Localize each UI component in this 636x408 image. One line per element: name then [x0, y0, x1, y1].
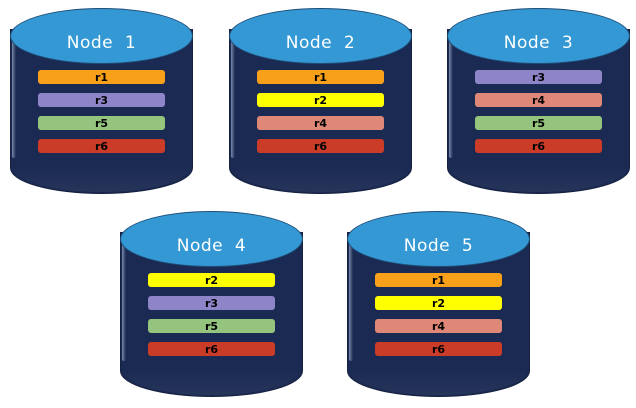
region-list: r3 r4 r5 r6: [475, 70, 602, 153]
region-list: r1 r2 r4 r6: [257, 70, 384, 153]
node-title: Node 1: [66, 33, 137, 53]
region-bar[interactable]: r6: [38, 139, 165, 153]
database-node-1[interactable]: Node 1 r1 r3 r5 r6: [10, 8, 193, 194]
database-node-4[interactable]: Node 4 r2 r3 r5 r6: [120, 211, 303, 397]
region-bar[interactable]: r4: [257, 116, 384, 130]
database-node-3[interactable]: Node 3 r3 r4 r5 r6: [447, 8, 630, 194]
region-bar[interactable]: r1: [375, 273, 502, 287]
region-bar[interactable]: r3: [38, 93, 165, 107]
region-bar[interactable]: r1: [38, 70, 165, 84]
cylinder-top-ellipse: [10, 8, 193, 64]
region-bar[interactable]: r2: [257, 93, 384, 107]
region-bar[interactable]: r4: [375, 319, 502, 333]
region-bar[interactable]: r3: [475, 70, 602, 84]
region-bar[interactable]: r4: [475, 93, 602, 107]
cylinder-top-ellipse: [447, 8, 630, 64]
region-list: r1 r3 r5 r6: [38, 70, 165, 153]
cylinder-top-ellipse: [347, 211, 530, 267]
region-bar[interactable]: r6: [475, 139, 602, 153]
region-bar[interactable]: r6: [375, 342, 502, 356]
region-bar[interactable]: r6: [257, 139, 384, 153]
region-list: r2 r3 r5 r6: [148, 273, 275, 356]
region-bar[interactable]: r5: [148, 319, 275, 333]
region-bar[interactable]: r2: [375, 296, 502, 310]
region-bar[interactable]: r3: [148, 296, 275, 310]
database-node-5[interactable]: Node 5 r1 r2 r4 r6: [347, 211, 530, 397]
node-title: Node 5: [403, 236, 474, 256]
cylinder-top-ellipse: [120, 211, 303, 267]
database-node-2[interactable]: Node 2 r1 r2 r4 r6: [229, 8, 412, 194]
node-title: Node 4: [176, 236, 247, 256]
region-bar[interactable]: r5: [475, 116, 602, 130]
node-title: Node 3: [503, 33, 574, 53]
region-bar[interactable]: r6: [148, 342, 275, 356]
region-list: r1 r2 r4 r6: [375, 273, 502, 356]
region-bar[interactable]: r2: [148, 273, 275, 287]
region-bar[interactable]: r5: [38, 116, 165, 130]
cylinder-top-ellipse: [229, 8, 412, 64]
region-bar[interactable]: r1: [257, 70, 384, 84]
node-title: Node 2: [285, 33, 356, 53]
